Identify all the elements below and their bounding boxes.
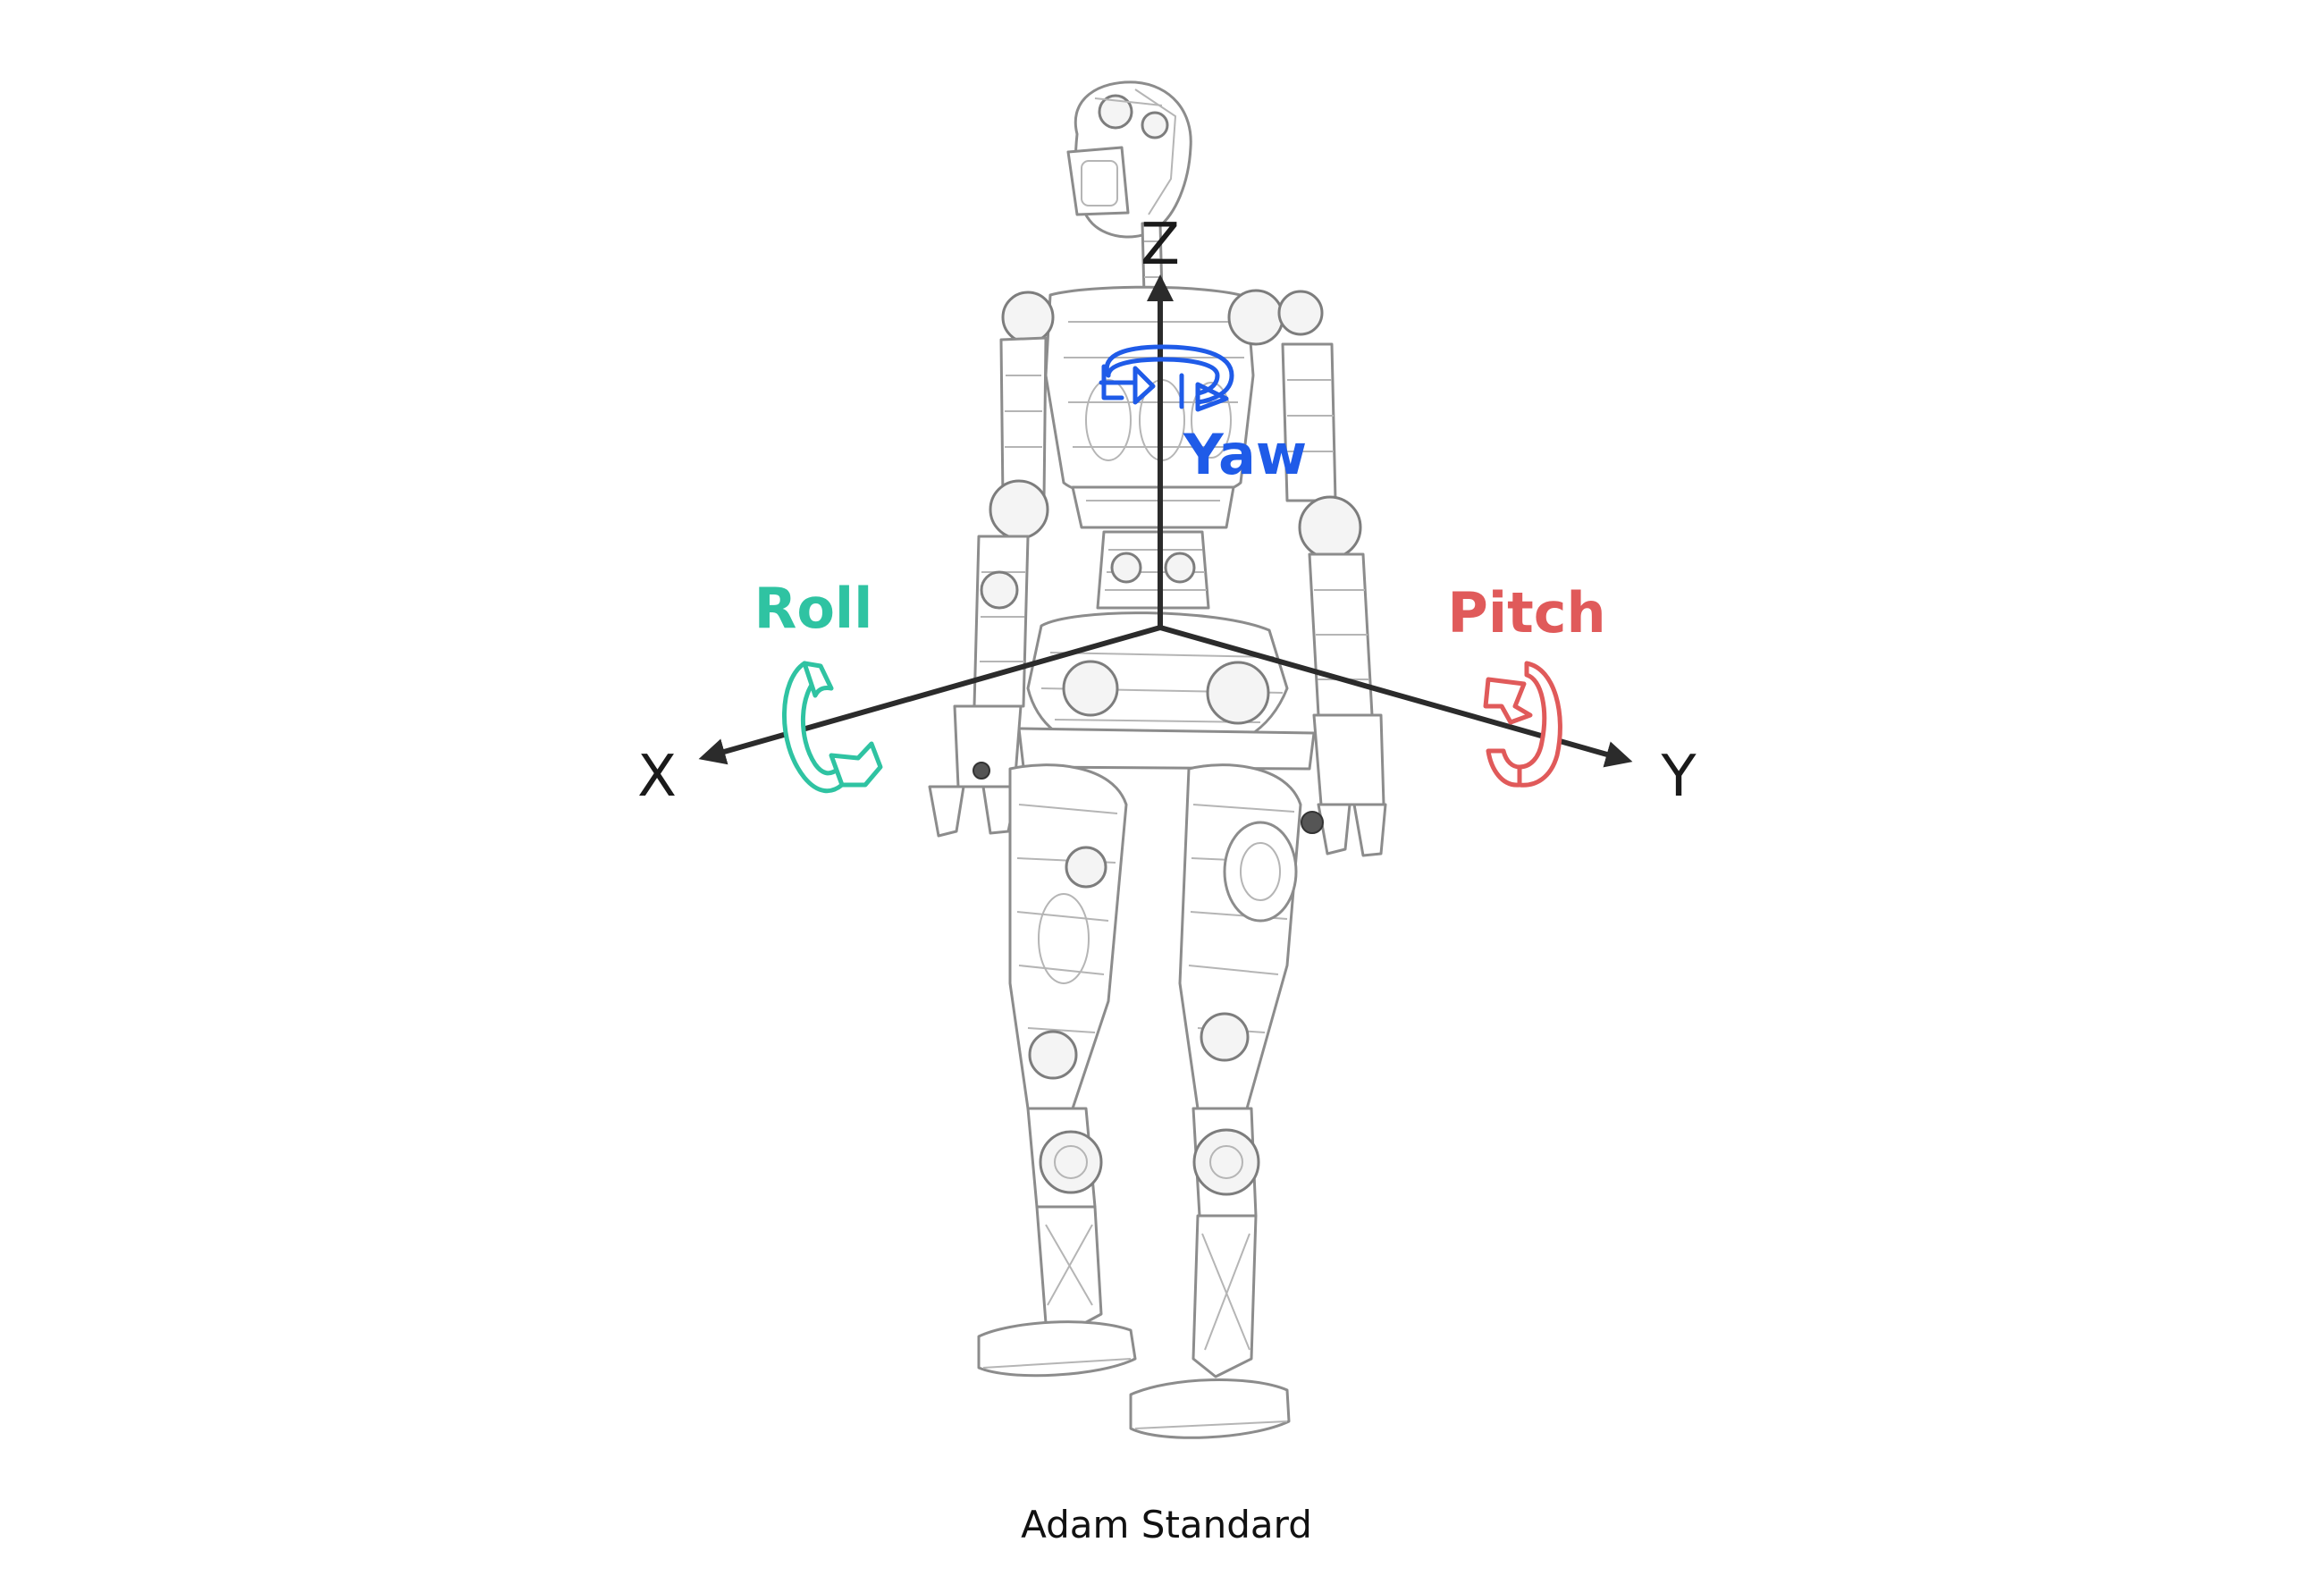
pitch-rotation-icon (1483, 661, 1562, 788)
pitch-indicator: Pitch (1447, 580, 1606, 788)
roll-indicator: Roll (754, 576, 883, 794)
roll-label: Roll (754, 576, 873, 641)
humanoid-robot-illustration (928, 80, 1387, 1439)
yaw-rotation-icon (1099, 344, 1234, 412)
roll-rotation-icon (782, 661, 883, 794)
yaw-label: Yaw (1183, 422, 1307, 487)
figure-caption: Adam Standard (1021, 1503, 1312, 1547)
robot-waist (1096, 530, 1210, 610)
robot-left-leg (977, 763, 1137, 1378)
z-axis-label: Z (1141, 212, 1180, 278)
robot-head (1066, 80, 1192, 239)
robot-right-arm (1227, 289, 1387, 857)
pitch-label: Pitch (1447, 580, 1605, 645)
y-axis-label: Y (1660, 744, 1697, 810)
x-axis-label: X (637, 744, 677, 810)
robot-pelvis (1017, 611, 1316, 771)
robot-right-leg (1129, 763, 1302, 1439)
yaw-indicator: Yaw (1099, 344, 1307, 487)
robot-torso (1044, 285, 1255, 529)
